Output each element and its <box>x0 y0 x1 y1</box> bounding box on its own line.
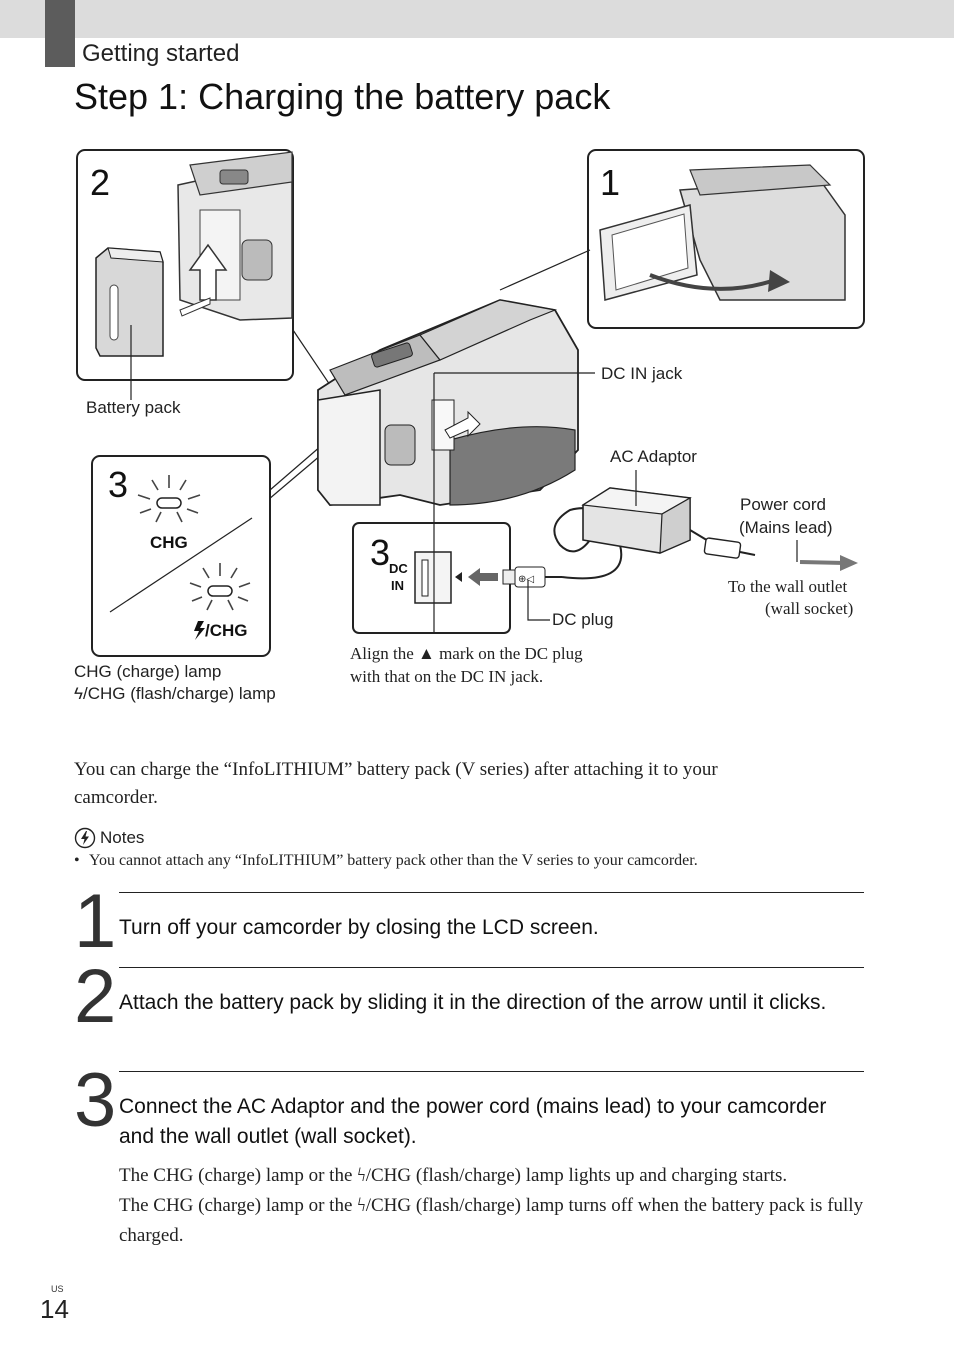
header-tab-block <box>45 0 75 67</box>
notes-icon <box>74 827 96 849</box>
panel-3a-frame <box>91 455 271 657</box>
label-align-1: Align the ▲ mark on the DC plug <box>350 644 583 663</box>
power-cord-plug-illustration <box>703 537 756 559</box>
step-2-text: Attach the battery pack by sliding it in… <box>119 991 827 1014</box>
step-1-number: 1 <box>74 879 117 964</box>
flash-chg-lamp-icon: /CHG <box>189 563 251 640</box>
label-power-cord-1: Power cord <box>740 495 826 514</box>
label-align-2: with that on the DC IN jack. <box>350 667 544 686</box>
divider <box>119 892 864 893</box>
panel-1-number: 1 <box>600 162 620 203</box>
label-flash-chg-lamp: ϟ/CHG (flash/charge) lamp <box>74 684 276 703</box>
label-battery-pack: Battery pack <box>86 398 181 417</box>
page-number: 14 <box>40 1294 69 1324</box>
dc-in-text-2: IN <box>391 578 404 593</box>
label-ac-adaptor: AC Adaptor <box>610 447 697 466</box>
step-2-number: 2 <box>74 954 117 1039</box>
notes-list-item: •You cannot attach any “InfoLITHIUM” bat… <box>74 852 698 869</box>
chg-lamp-text: CHG <box>150 533 188 552</box>
notes-title: Notes <box>100 828 145 847</box>
section-title: Getting started <box>82 40 240 67</box>
insert-arrow-icon <box>468 568 498 586</box>
charging-illustration: 2 1 <box>76 149 865 657</box>
step-3-text: Connect the AC Adaptor and the power cor… <box>119 1095 827 1148</box>
dc-in-text-1: DC <box>389 561 408 576</box>
flash-icon: ϟ <box>357 1195 366 1216</box>
slide-arrow-icon <box>179 243 228 317</box>
step-3-detail: The CHG (charge) lamp or the ϟ/CHG (flas… <box>119 1161 869 1251</box>
panel-2-number: 2 <box>90 162 110 203</box>
divider <box>119 967 864 968</box>
dc-plug-illustration: ⊕◁ <box>502 566 562 588</box>
camcorder-back-illustration <box>177 151 293 321</box>
label-dc-in-jack: DC IN jack <box>601 364 683 383</box>
header-bar <box>0 0 954 38</box>
main-camcorder-illustration <box>317 299 579 506</box>
chg-lamp-icon: CHG <box>137 475 201 552</box>
step-3-number: 3 <box>74 1058 117 1143</box>
panel-3b-number: 3 <box>370 532 390 573</box>
page-title: Step 1: Charging the battery pack <box>74 76 611 117</box>
svg-text:⊕◁: ⊕◁ <box>518 574 534 585</box>
page-region: US <box>51 1284 64 1294</box>
ac-adaptor-illustration <box>581 487 692 554</box>
notes-heading: Notes <box>74 826 144 850</box>
divider <box>119 1071 864 1072</box>
label-power-cord-2: (Mains lead) <box>739 518 833 537</box>
label-wall-outlet-2: (wall socket) <box>765 599 854 618</box>
wall-outlet-arrow-icon <box>840 555 858 571</box>
step-1-text: Turn off your camcorder by closing the L… <box>119 916 599 939</box>
flash-icon <box>194 621 205 640</box>
label-dc-plug: DC plug <box>552 610 614 629</box>
flash-icon: ϟ <box>357 1165 366 1186</box>
label-chg-lamp: CHG (charge) lamp <box>74 662 222 681</box>
panel-3a-number: 3 <box>108 464 128 505</box>
step-3-detail-line-1: The CHG (charge) lamp or the ϟ/CHG (flas… <box>119 1165 788 1186</box>
intro-text: You can charge the “InfoLITHIUM” battery… <box>74 759 718 808</box>
step-3-detail-line-2: The CHG (charge) lamp or the ϟ/CHG (flas… <box>119 1195 864 1246</box>
battery-pack-illustration <box>95 247 164 357</box>
flash-icon: ϟ <box>74 684 83 703</box>
camcorder-lcd-illustration <box>599 164 846 301</box>
flash-chg-lamp-text: /CHG <box>205 621 248 640</box>
label-wall-outlet-1: To the wall outlet <box>728 577 848 596</box>
dc-in-jack-illustration <box>414 551 452 604</box>
